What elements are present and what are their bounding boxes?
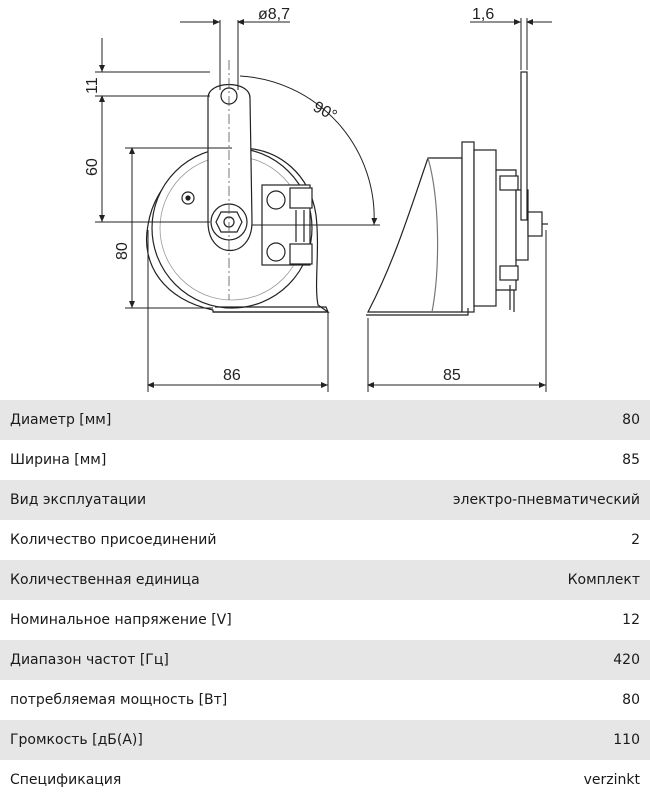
spec-label: Количество присоединений bbox=[10, 532, 217, 548]
spec-row: Количественная единица Комплект bbox=[0, 560, 650, 600]
side-body-outline bbox=[367, 157, 463, 313]
spec-label: Вид эксплуатации bbox=[10, 492, 147, 508]
side-dimensions bbox=[367, 18, 552, 392]
technical-drawing: ø8,7 1,6 11 60 80 90° 86 85 bbox=[84, 6, 552, 392]
spec-row: Диаметр [мм] 80 bbox=[0, 400, 650, 440]
spec-value: 80 bbox=[622, 692, 640, 708]
spec-value: 110 bbox=[613, 732, 640, 748]
dim-hole-diameter: ø8,7 bbox=[258, 6, 290, 23]
spec-label: Количественная единица bbox=[10, 572, 200, 588]
spec-label: Ширина [мм] bbox=[10, 452, 107, 468]
spec-row: Количество присоединений 2 bbox=[0, 520, 650, 560]
spec-row: Вид эксплуатации электро-пневматический bbox=[0, 480, 650, 520]
spec-value: 85 bbox=[622, 452, 640, 468]
side-view bbox=[366, 71, 548, 316]
spec-label: Диаметр [мм] bbox=[10, 412, 112, 428]
dim-width-front: 86 bbox=[223, 367, 241, 384]
horn-drawing-svg: ø8,7 1,6 11 60 80 90° 86 85 bbox=[84, 6, 552, 392]
spec-label: Диапазон частот [Гц] bbox=[10, 652, 169, 668]
front-dimensions bbox=[95, 19, 380, 392]
front-view bbox=[146, 60, 330, 313]
dim-mount-height: 60 bbox=[84, 158, 101, 176]
spec-label: Номинальное напряжение [V] bbox=[10, 612, 232, 628]
spec-value: verzinkt bbox=[583, 772, 640, 788]
spec-value: 80 bbox=[622, 412, 640, 428]
spec-label: потребляемая мощность [Вт] bbox=[10, 692, 228, 708]
spec-value: 12 bbox=[622, 612, 640, 628]
side-bracket bbox=[520, 71, 528, 221]
spec-row: потребляемая мощность [Вт] 80 bbox=[0, 680, 650, 720]
spec-label: Громкость [дБ(A)] bbox=[10, 732, 143, 748]
spec-row: Ширина [мм] 85 bbox=[0, 440, 650, 480]
spec-value: 2 bbox=[631, 532, 640, 548]
spec-label: Спецификация bbox=[10, 772, 122, 788]
spec-value: 420 bbox=[613, 652, 640, 668]
spec-value: Комплект bbox=[567, 572, 640, 588]
dim-width-side: 85 bbox=[443, 367, 461, 384]
spec-row: Громкость [дБ(A)] 110 bbox=[0, 720, 650, 760]
spec-row: Диапазон частот [Гц] 420 bbox=[0, 640, 650, 680]
dim-bracket-thickness: 1,6 bbox=[472, 6, 494, 23]
spec-row: Спецификация verzinkt bbox=[0, 760, 650, 800]
dim-top-offset: 11 bbox=[84, 77, 101, 94]
spec-value: электро-пневматический bbox=[452, 492, 640, 508]
spec-row: Номинальное напряжение [V] 12 bbox=[0, 600, 650, 640]
dim-diameter-height: 80 bbox=[114, 242, 131, 260]
